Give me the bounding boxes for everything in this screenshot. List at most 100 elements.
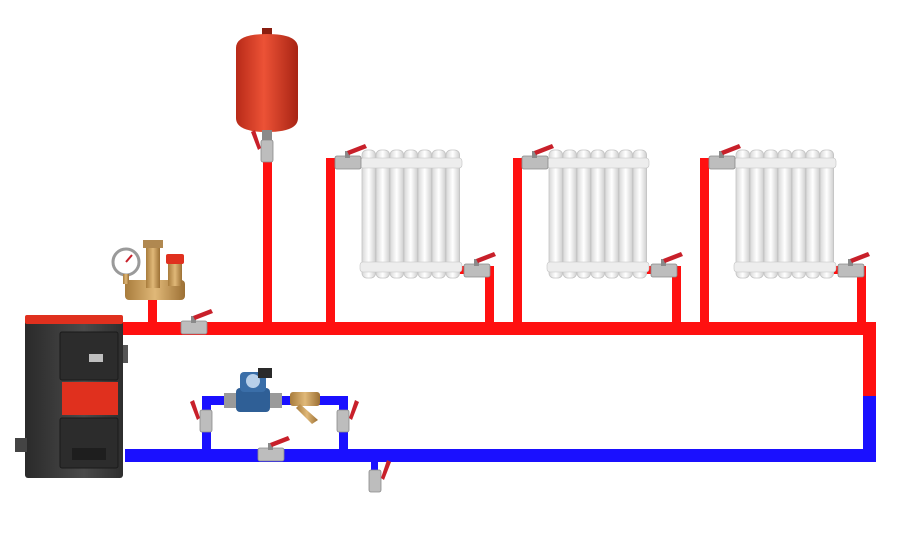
ball-valve-icon (336, 400, 359, 433)
radiator-fin (562, 149, 578, 279)
boiler-window (62, 382, 118, 415)
radiator-fin (361, 149, 377, 279)
radiator-fin (604, 149, 620, 279)
radiator-fin (735, 149, 751, 279)
radiator-fin (749, 149, 765, 279)
valve-stem (474, 259, 479, 266)
return-main-pipe (125, 449, 876, 462)
radiator-fin (805, 149, 821, 279)
radiator-fin (777, 149, 793, 279)
valve-handle (190, 400, 200, 420)
pump-housing (236, 388, 270, 412)
valve-handle (193, 309, 213, 320)
supply-main-pipe (120, 322, 876, 335)
strainer-body (290, 392, 320, 406)
radiator-fin (791, 149, 807, 279)
valve-handle (270, 436, 290, 447)
rad2-supply-up (513, 160, 522, 325)
pump-terminal (258, 368, 272, 378)
valve-body (336, 409, 350, 433)
rad3-return-down (857, 266, 866, 325)
strainer-icon (290, 392, 320, 424)
radiator-icon (359, 149, 463, 279)
valve-handle (850, 252, 870, 263)
valve-handle (349, 400, 359, 420)
radiator-fin (445, 149, 461, 279)
rad3-supply-up (700, 160, 709, 325)
tank-neck (262, 130, 272, 140)
boiler-icon (15, 315, 128, 478)
ball-valve-icon (368, 460, 391, 493)
valve-handle (476, 252, 496, 263)
ball-valve-icon (521, 144, 554, 170)
radiator-fin (618, 149, 634, 279)
radiator-top-header (359, 157, 463, 169)
boiler-lower-door (59, 417, 119, 469)
valve-stem (268, 443, 273, 450)
valve-body (260, 139, 274, 163)
ball-valve-icon (837, 252, 870, 278)
valve-handle (534, 144, 554, 155)
ball-valve-icon (251, 130, 274, 163)
pump-face (246, 374, 260, 388)
radiator-bottom-header (733, 261, 837, 273)
boiler-handle (123, 345, 128, 363)
valve-handle (721, 144, 741, 155)
valve-handle (663, 252, 683, 263)
radiator-fin (590, 149, 606, 279)
valve-handle (251, 130, 261, 150)
valve-stem (345, 151, 350, 158)
strainer-leg (296, 404, 318, 424)
supply-safety-stub (148, 296, 157, 324)
boiler-side-port (15, 438, 27, 452)
valve-stem (661, 259, 666, 266)
supply-riser-right (863, 322, 876, 397)
radiator-icon (546, 149, 650, 279)
boiler-top (25, 315, 123, 324)
pump-union-right (270, 393, 282, 408)
safety-group-icon (111, 240, 185, 300)
supply-riser-tank (263, 130, 272, 325)
radiators (359, 149, 837, 279)
radiator-bottom-header (546, 261, 650, 273)
ball-valve-icon (180, 309, 213, 335)
radiator-top-header (546, 157, 650, 169)
radiator-fin (389, 149, 405, 279)
valve-stem (191, 316, 196, 323)
radiator-fin (431, 149, 447, 279)
rad2-return-down (672, 266, 681, 325)
gauge-stem (123, 274, 129, 284)
tank-body (236, 34, 298, 132)
gauge-needle (125, 254, 133, 263)
safety-column (146, 244, 160, 288)
ball-valve-icon (708, 144, 741, 170)
return-riser-right (863, 396, 876, 462)
air-vent-cap (143, 240, 163, 248)
ball-valve-icon (190, 400, 213, 433)
valve-handle (347, 144, 367, 155)
pump-union-left (224, 393, 238, 408)
boiler-logo-plate (89, 354, 103, 362)
circulation-pump-icon (224, 368, 282, 412)
radiator-fin (403, 149, 419, 279)
valve-body (368, 469, 382, 493)
radiator-fin (576, 149, 592, 279)
ball-valves (180, 130, 870, 493)
expansion-tank-icon (236, 28, 298, 140)
radiator-icon (733, 149, 837, 279)
ball-valve-icon (334, 144, 367, 170)
valve-stem (719, 151, 724, 158)
radiator-top-header (733, 157, 837, 169)
valve-stem (532, 151, 537, 158)
radiator-fin (819, 149, 835, 279)
valve-stem (848, 259, 853, 266)
ball-valve-icon (257, 436, 290, 462)
tank-top-nipple (262, 28, 272, 36)
rad1-return-down (485, 266, 494, 325)
radiator-fin (548, 149, 564, 279)
safety-valve-body (168, 262, 182, 286)
safety-valve-cap (166, 254, 184, 264)
radiator-fin (632, 149, 648, 279)
